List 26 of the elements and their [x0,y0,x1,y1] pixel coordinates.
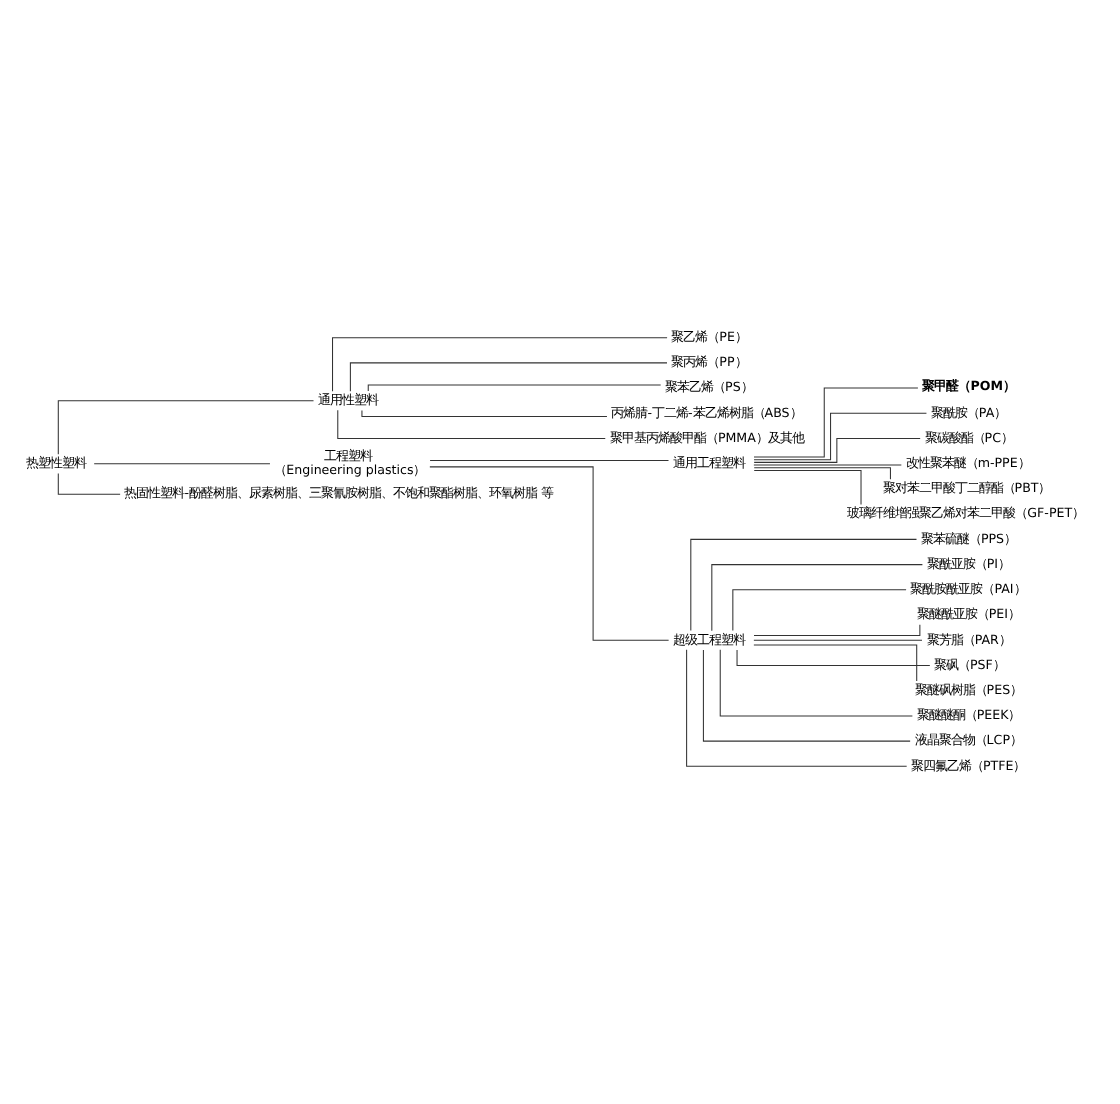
connector [753,639,923,641]
connector [719,649,913,717]
connector [349,362,668,392]
connector [753,644,918,682]
connector [732,589,907,632]
connector [57,400,315,455]
connector [711,564,923,632]
connector [337,409,606,440]
connector [93,463,271,465]
connector [429,460,670,462]
connector [753,624,921,637]
connector [686,649,908,767]
connector [753,438,921,463]
connector [367,384,662,392]
connector [753,469,862,505]
connector [429,466,670,641]
connector [736,649,931,666]
connector [702,649,911,742]
connector [690,538,918,632]
connector [57,472,121,495]
connector [753,387,919,458]
connector [361,409,608,417]
connector [753,467,891,480]
connector [753,412,927,461]
connector [332,337,668,392]
connector [753,464,902,466]
